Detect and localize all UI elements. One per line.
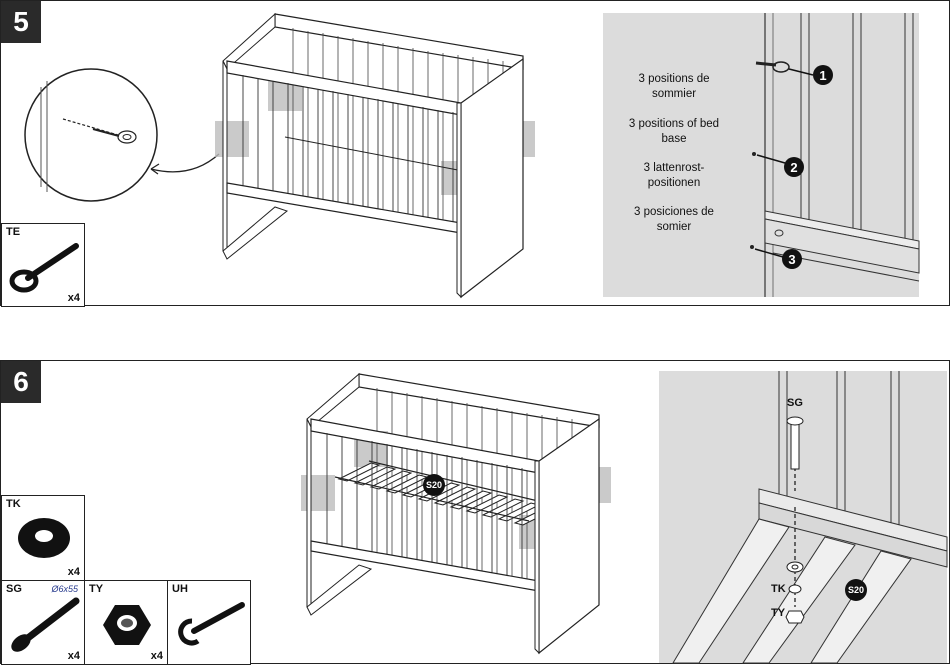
position-3-marker: 3 bbox=[782, 249, 802, 269]
legend-es: 3 posiciones de somier bbox=[634, 206, 714, 233]
step-number: 5 bbox=[1, 1, 41, 43]
step-6-panel: 6 TK x4 SG Ø6x55 x4 TY x4 UH bbox=[0, 360, 950, 665]
part-ty-box: TY x4 bbox=[84, 580, 168, 665]
slat-base-label: S20 bbox=[423, 474, 445, 496]
detail-panel: 3 positions de sommier 3 positions of be… bbox=[603, 13, 920, 297]
part-code: UH bbox=[172, 583, 188, 595]
part-sg-box: SG Ø6x55 x4 bbox=[1, 580, 85, 665]
pointer-arrow-icon bbox=[150, 153, 220, 175]
part-tk-box: TK x4 bbox=[1, 495, 85, 581]
part-qty: x4 bbox=[150, 650, 163, 662]
legend-en: 3 positions of bed base bbox=[628, 118, 720, 145]
detail-panel: SG TK TY S20 bbox=[659, 371, 948, 664]
position-2-marker: 2 bbox=[784, 157, 804, 177]
part-dimension: Ø6x55 bbox=[51, 584, 78, 594]
bolt-icon bbox=[11, 597, 80, 652]
step-5-panel: 5 TE x4 bbox=[0, 0, 950, 307]
eye-bolt-icon bbox=[9, 243, 79, 293]
crib-detail-icon bbox=[750, 13, 920, 297]
part-code: TE bbox=[6, 226, 21, 238]
nut-icon bbox=[103, 605, 151, 645]
sg-label: SG bbox=[787, 397, 803, 409]
part-qty: x4 bbox=[67, 650, 80, 662]
crib-frame-icon bbox=[301, 372, 611, 655]
crib-detail-icon bbox=[672, 371, 948, 664]
part-qty: x4 bbox=[67, 566, 80, 578]
washer-icon bbox=[18, 518, 70, 558]
wrench-icon bbox=[178, 602, 245, 646]
position-1-marker: 1 bbox=[813, 65, 833, 85]
step-number: 6 bbox=[1, 361, 41, 403]
part-qty: x4 bbox=[67, 292, 80, 304]
part-te-box: TE x4 bbox=[1, 223, 85, 307]
legend-de: 3 lattenrost-positionen bbox=[643, 162, 705, 189]
ty-label: TY bbox=[771, 607, 786, 619]
part-code: TK bbox=[6, 498, 21, 510]
slat-base-label: S20 bbox=[845, 579, 867, 601]
part-code: SG bbox=[6, 583, 22, 595]
part-uh-box: UH bbox=[167, 580, 251, 665]
zoom-circle-icon bbox=[24, 68, 158, 202]
tk-label: TK bbox=[771, 583, 786, 595]
legend-fr: 3 positions de sommier bbox=[638, 73, 710, 100]
crib-frame-icon bbox=[215, 12, 535, 299]
part-code: TY bbox=[89, 583, 104, 595]
